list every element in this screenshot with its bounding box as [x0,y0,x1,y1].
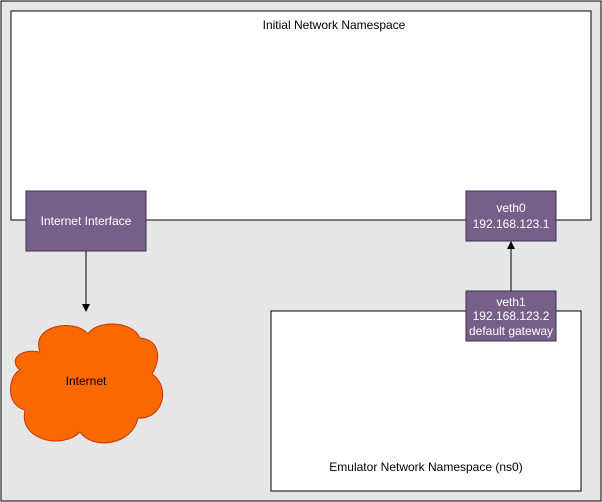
veth0-ip: 192.168.123.1 [473,217,550,231]
internet-label: Internet [66,374,107,388]
initial-namespace-label: Initial Network Namespace [263,18,406,32]
internet-interface-label: Internet Interface [41,214,132,228]
veth0-node: veth0 192.168.123.1 [465,190,557,242]
internet-node: Internet [10,323,164,444]
veth1-gateway: default gateway [469,324,553,338]
initial-namespace-box [10,10,592,221]
veth0-name: veth0 [496,201,526,215]
cloud-icon [10,323,164,444]
veth1-node: veth1 192.168.123.2 default gateway [465,290,557,342]
internet-interface-node: Internet Interface [25,190,147,252]
veth1-name: veth1 [496,295,526,309]
emulator-namespace-label: Emulator Network Namespace (ns0) [329,460,522,474]
veth1-ip: 192.168.123.2 [473,309,550,323]
